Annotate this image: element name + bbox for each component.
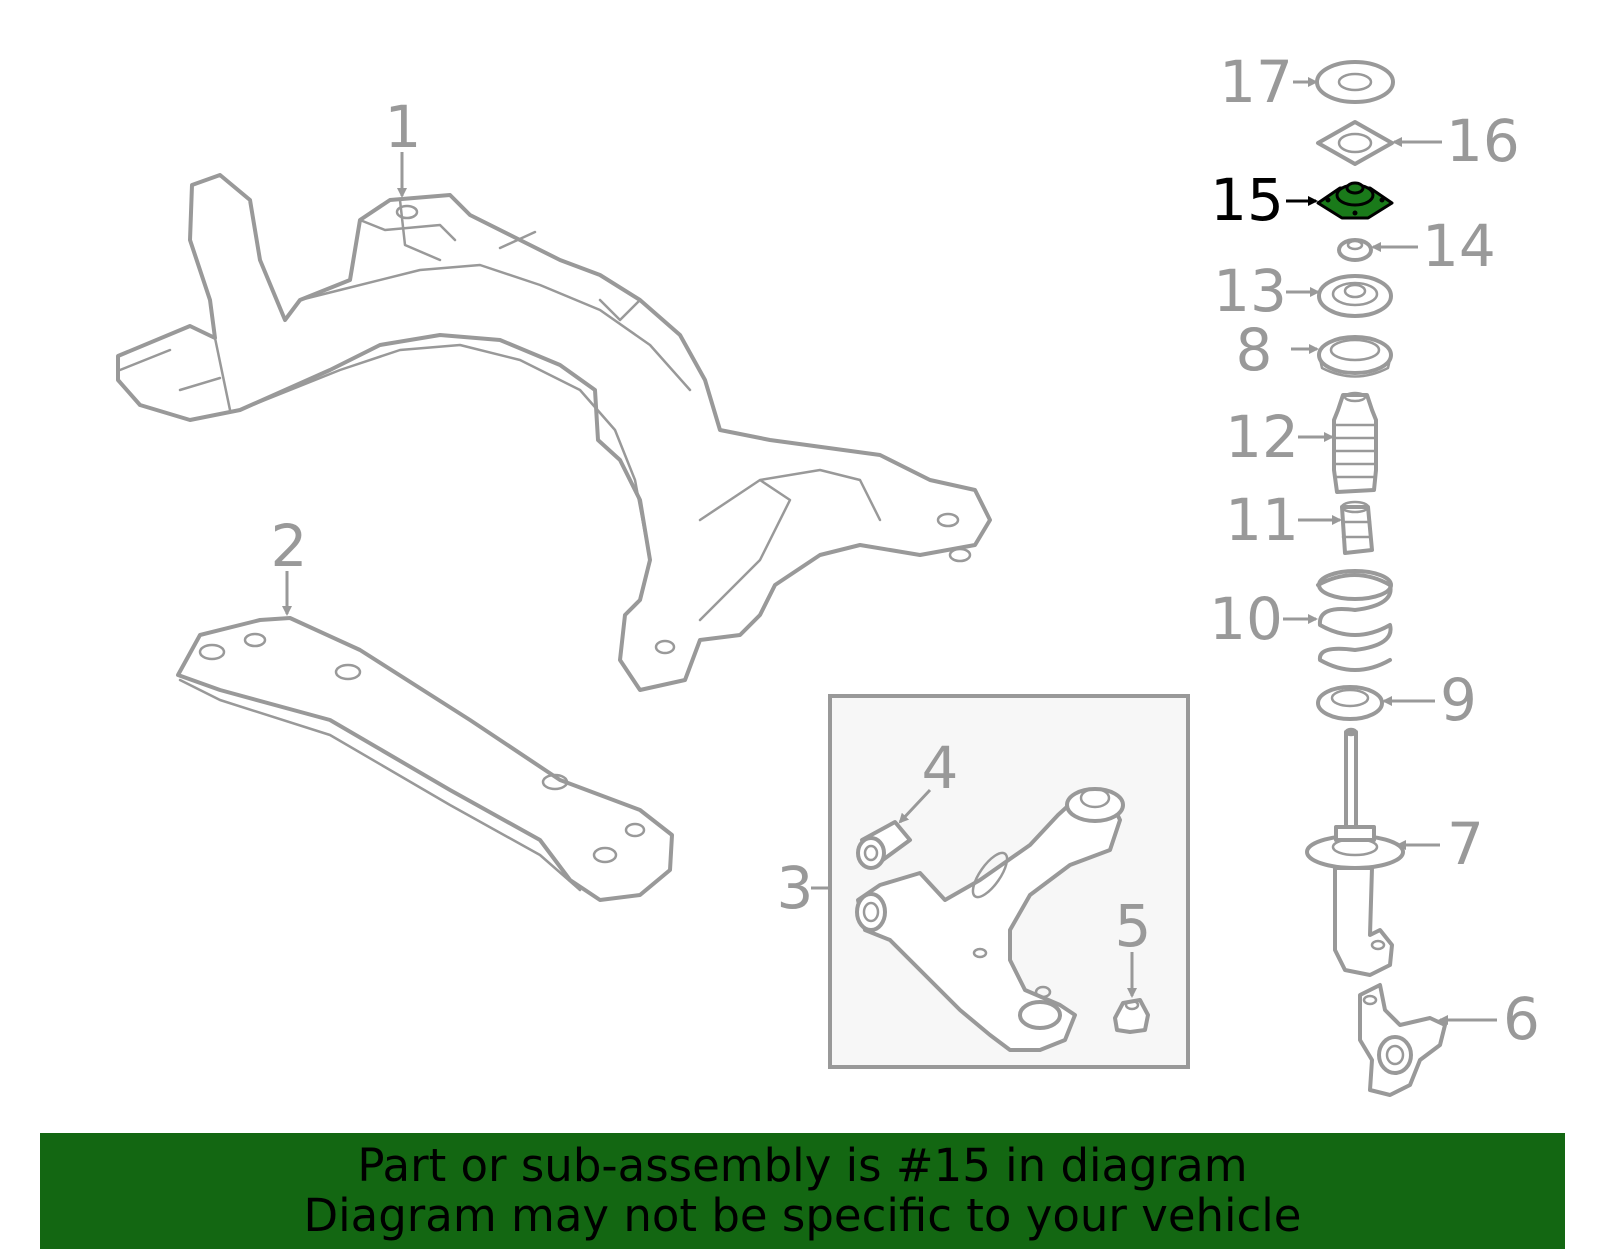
callout-11: 11: [1225, 486, 1299, 554]
callout-15: 15: [1210, 166, 1284, 234]
callout-8: 8: [1236, 316, 1273, 384]
upper-seat-part-13[interactable]: [1317, 274, 1393, 318]
strut-mount-part-15[interactable]: [1316, 181, 1394, 220]
mount-plate-part-16[interactable]: [1316, 120, 1394, 166]
gasket-part-17[interactable]: [1315, 60, 1395, 104]
bump-stop-part-11[interactable]: [1340, 500, 1374, 555]
dust-boot-part-12[interactable]: [1332, 391, 1378, 494]
callout-6: 6: [1503, 985, 1540, 1053]
callout-12: 12: [1225, 403, 1299, 471]
callout-7: 7: [1447, 810, 1484, 878]
callout-1: 1: [385, 93, 422, 161]
bushing-part-4[interactable]: [856, 820, 912, 870]
stopper-part-5[interactable]: [1113, 998, 1150, 1034]
callout-13: 13: [1213, 257, 1287, 325]
callout-3: 3: [777, 854, 814, 922]
spring-seat-part-8[interactable]: [1317, 335, 1393, 378]
callout-4: 4: [922, 734, 959, 802]
control-arm-part-3[interactable]: [855, 787, 1125, 1052]
knuckle-part-6[interactable]: [1358, 983, 1447, 1097]
callout-10: 10: [1209, 585, 1283, 653]
leader-lines: [282, 77, 1497, 1025]
callout-9: 9: [1440, 666, 1477, 734]
info-banner: Part or sub-assembly is #15 in diagram D…: [40, 1133, 1565, 1249]
callout-5: 5: [1115, 892, 1152, 960]
callout-16: 16: [1446, 107, 1520, 175]
callout-14: 14: [1422, 212, 1496, 280]
callout-17: 17: [1219, 48, 1293, 116]
strut-part-7[interactable]: [1305, 727, 1405, 977]
crossmember-part-2[interactable]: [176, 616, 674, 902]
subframe-part-1[interactable]: [116, 173, 992, 692]
lower-insulator-part-9[interactable]: [1316, 685, 1384, 721]
coil-spring-part-10[interactable]: [1316, 569, 1393, 672]
bearing-part-14[interactable]: [1337, 238, 1373, 262]
banner-line-2: Diagram may not be specific to your vehi…: [303, 1189, 1302, 1242]
callout-labels: 1 2 3 4 5 6 7 8 9 10 11 12 13 14 15 16 1…: [271, 48, 1540, 1053]
banner-line-1: Part or sub-assembly is #15 in diagram: [357, 1139, 1248, 1192]
callout-2: 2: [271, 512, 308, 580]
